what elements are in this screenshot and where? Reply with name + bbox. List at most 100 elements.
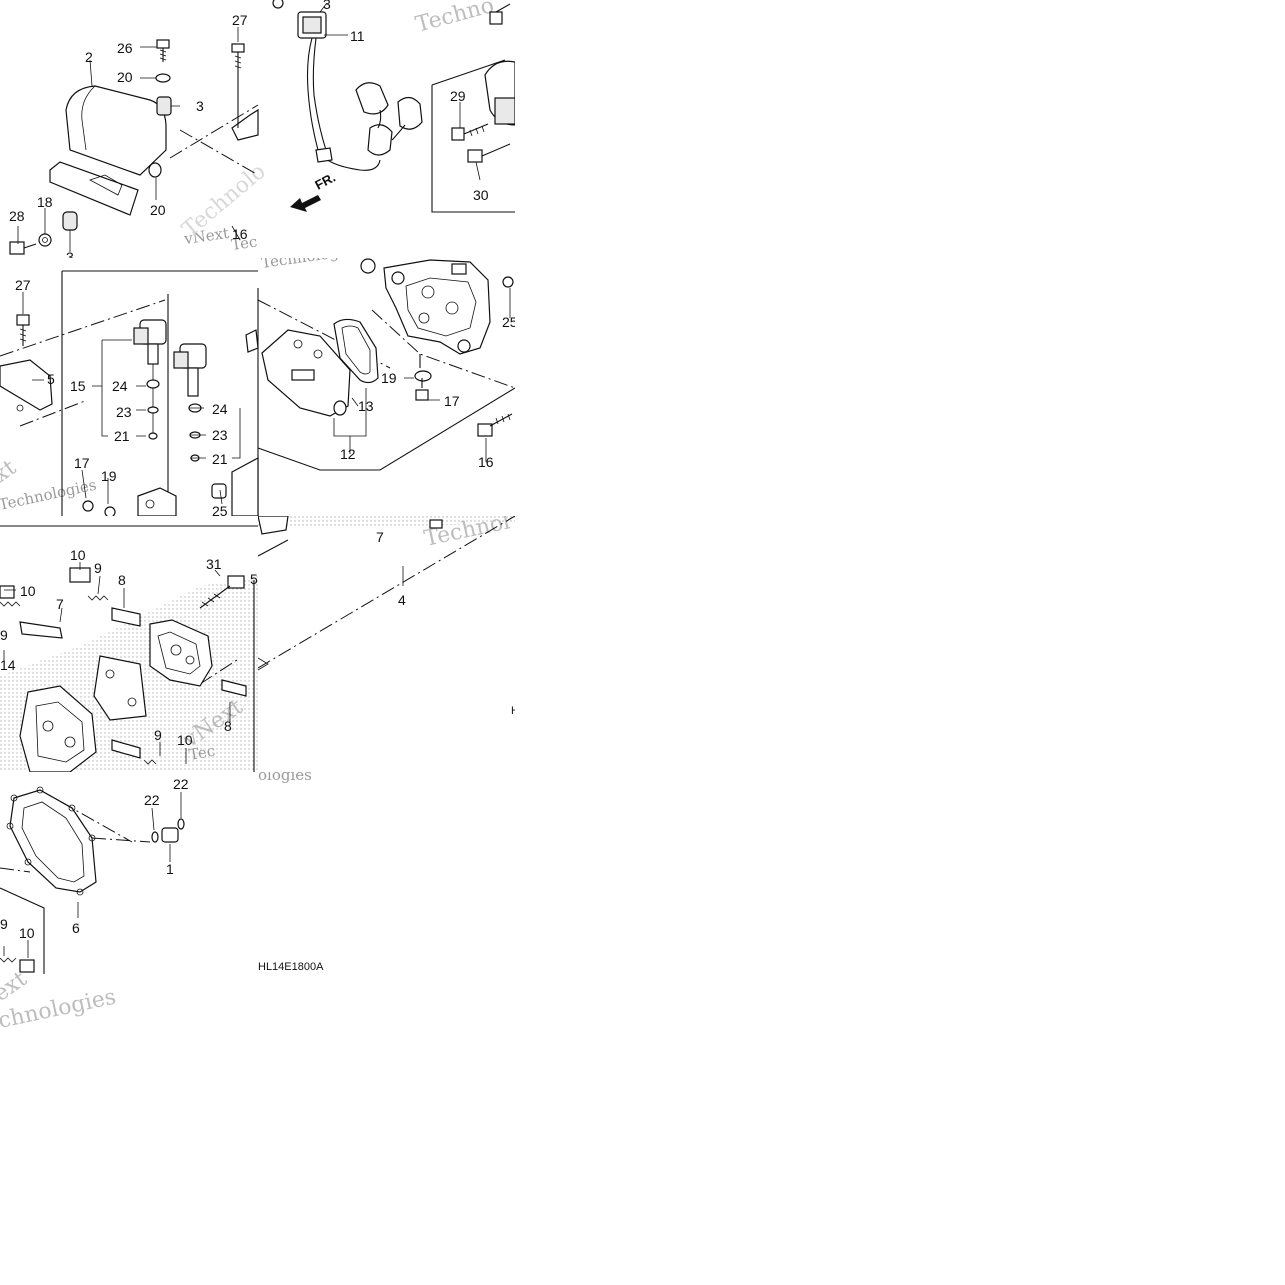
retainer-part xyxy=(19,959,35,973)
callout-21: 21 xyxy=(114,428,130,444)
bolt-part xyxy=(156,39,170,62)
valve-body-part xyxy=(19,685,97,772)
linear-solenoid-part xyxy=(245,329,351,417)
watermark-text: ext xyxy=(0,967,32,1007)
bracket-part xyxy=(231,108,259,141)
collar-part xyxy=(155,73,171,83)
callout-16: 16 xyxy=(478,454,494,470)
bolt-part xyxy=(9,241,37,255)
callout-16: 16 xyxy=(232,226,248,242)
callout-11: 11 xyxy=(350,28,365,44)
callout-3: 3 xyxy=(323,0,331,12)
connector-part xyxy=(272,0,284,9)
diagram-tile-solenoids: xt Technologies Technologies xyxy=(0,258,515,516)
grommet-part xyxy=(156,96,172,116)
callout-5: 5 xyxy=(47,371,55,387)
watermark-text: Tec xyxy=(230,233,258,254)
bolt-part xyxy=(415,378,429,401)
callout-24: 24 xyxy=(212,401,228,417)
spool-valve-part xyxy=(19,607,247,759)
watermark-text: xt xyxy=(0,455,21,488)
callout-30: 30 xyxy=(473,187,489,203)
callout-10: 10 xyxy=(70,547,86,563)
callout-19: 19 xyxy=(381,370,397,386)
spring-part xyxy=(0,595,157,765)
washer-part xyxy=(414,370,432,382)
callout-18: 18 xyxy=(37,194,53,210)
diagram-tile-bottom: ologies ext chnologies xyxy=(0,772,340,1030)
retainer-part xyxy=(69,567,91,583)
callout-19: 19 xyxy=(101,468,117,484)
bolt-part xyxy=(231,43,245,72)
callout-6: 6 xyxy=(72,920,80,936)
solenoid-valve-part xyxy=(133,319,167,440)
drain-plug-part xyxy=(151,818,185,843)
callout-17: 17 xyxy=(74,455,90,471)
watermark-text: Tec xyxy=(188,742,217,764)
watermark-text: ologies xyxy=(258,772,312,784)
watermark-text: Techno xyxy=(413,0,497,38)
spring-part xyxy=(0,957,17,963)
callout-7: 7 xyxy=(376,529,384,545)
valve-body-part xyxy=(149,619,213,687)
front-label: FR. xyxy=(312,170,338,193)
callout-10: 10 xyxy=(19,925,35,941)
callout-23: 23 xyxy=(212,427,228,443)
callout-24: 24 xyxy=(112,378,128,394)
callout-3: 3 xyxy=(66,249,74,258)
callout-25: 25 xyxy=(212,503,228,516)
diagram-tile-valves: vNext Tec xyxy=(0,516,258,772)
callout-23: 23 xyxy=(116,404,132,420)
front-arrow-icon: FR. xyxy=(290,170,338,212)
callout-4: 4 xyxy=(398,592,406,608)
retainer-part xyxy=(0,585,15,599)
callout-31: 31 xyxy=(206,556,222,572)
callout-27: 27 xyxy=(232,12,248,28)
callout-1: 1 xyxy=(166,861,174,877)
callout-9: 9 xyxy=(154,727,162,743)
grommet-part xyxy=(62,211,78,231)
heat-guard-part xyxy=(49,85,167,216)
bolt-part xyxy=(451,123,489,141)
diagram-tile-case: Technol 7 4 H xyxy=(258,516,515,716)
callout-27: 27 xyxy=(15,277,31,293)
sensor-part xyxy=(484,60,515,126)
watermark-text: Technologies xyxy=(260,258,361,272)
callout-14: 14 xyxy=(0,657,16,673)
washer-part xyxy=(38,233,52,247)
wire-harness-part xyxy=(297,11,423,171)
valve-body-part xyxy=(360,258,514,355)
callout-28: 28 xyxy=(9,208,25,224)
callout-7: 7 xyxy=(56,596,64,612)
callout-5: 5 xyxy=(250,571,258,587)
callout-9: 9 xyxy=(94,560,102,576)
callout-17: 17 xyxy=(444,393,460,409)
callout-25: 25 xyxy=(502,314,515,330)
callout-15: 15 xyxy=(70,378,86,394)
callout-10: 10 xyxy=(177,732,193,748)
callout-2: 2 xyxy=(85,49,93,65)
separator-plate-part xyxy=(93,655,147,721)
bolt-part xyxy=(467,143,511,163)
solenoid-valve-part xyxy=(173,343,207,462)
gasket-part xyxy=(6,786,97,896)
callout-9: 9 xyxy=(0,627,8,643)
washer-part xyxy=(104,506,116,516)
callout-21: 21 xyxy=(212,451,228,467)
bracket-part xyxy=(0,359,53,411)
valve-body-part xyxy=(137,456,259,516)
callout-9: 9 xyxy=(0,916,8,932)
bolt-part xyxy=(477,413,513,437)
callout-20: 20 xyxy=(117,69,133,85)
diagram-code: HL14E1800A xyxy=(258,961,324,973)
bolt-head-part xyxy=(82,500,94,512)
callout-22: 22 xyxy=(173,776,189,792)
bolt-part xyxy=(16,314,30,346)
callout-29: 29 xyxy=(450,88,466,104)
callout-8: 8 xyxy=(118,572,126,588)
callout-3: 3 xyxy=(196,98,204,114)
callout-8: 8 xyxy=(224,718,232,734)
callout-20: 20 xyxy=(150,202,166,218)
callout-12: 12 xyxy=(340,446,356,462)
callout-10: 10 xyxy=(20,583,36,599)
